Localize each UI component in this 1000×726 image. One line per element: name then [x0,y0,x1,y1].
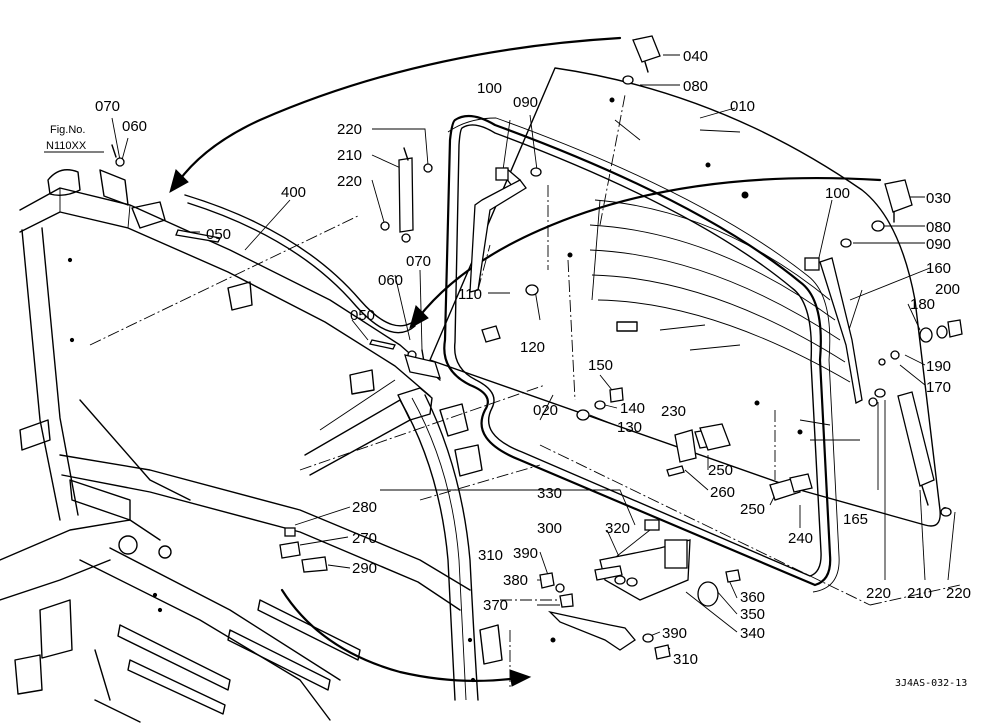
callout-330: 330 [537,485,562,502]
callout-100-right: 100 [825,185,850,202]
part-callouts: 040 080 010 030 080 090 160 200 180 190 … [95,48,971,668]
callout-400: 400 [281,184,306,201]
callout-070-mid: 070 [406,253,431,270]
callout-320: 320 [605,520,630,537]
callout-120: 120 [520,339,545,356]
callout-050-left: 050 [206,226,231,243]
callout-210-right: 210 [907,585,932,602]
fig-no-code: N110XX [46,140,87,152]
callout-380: 380 [503,572,528,589]
callout-220-bottom-b: 220 [946,585,971,602]
cab-frame [0,169,503,723]
callout-250-lower: 250 [740,501,765,518]
drawing-code: 3J4AS-032-13 [895,678,967,689]
callout-290: 290 [352,560,377,577]
callout-130: 130 [617,419,642,436]
callout-150: 150 [588,357,613,374]
hardware-parts [111,35,963,660]
callout-360: 360 [740,589,765,606]
callout-040: 040 [683,48,708,65]
callout-080: 080 [683,78,708,95]
callout-350: 350 [740,606,765,623]
callout-390-lower: 390 [662,625,687,642]
callout-165: 165 [843,511,868,528]
callout-270: 270 [352,530,377,547]
assembly-arrows [169,36,882,687]
callout-220-top: 220 [337,121,362,138]
callout-370: 370 [483,597,508,614]
callout-100-left: 100 [477,80,502,97]
callout-010: 010 [730,98,755,115]
callout-230: 230 [661,403,686,420]
callout-240: 240 [788,530,813,547]
callout-300: 300 [537,520,562,537]
callout-070-top: 070 [95,98,120,115]
weatherstrip-020 [443,114,840,593]
callout-180: 180 [910,296,935,313]
callout-310-lower: 310 [673,651,698,668]
callout-170: 170 [926,379,951,396]
callout-310-upper: 310 [478,547,503,564]
callout-060-mid: 060 [378,272,403,289]
callout-220-bottom-a: 220 [866,585,891,602]
fig-no-label: Fig.No. [50,124,85,136]
callout-080-right: 080 [926,219,951,236]
callout-210-left: 210 [337,147,362,164]
callout-140: 140 [620,400,645,417]
callout-060-top: 060 [122,118,147,135]
callout-390-upper: 390 [513,545,538,562]
callout-090-right: 090 [926,236,951,253]
callout-110: 110 [458,286,482,303]
callout-030: 030 [926,190,951,207]
callout-200: 200 [935,281,960,298]
callout-160: 160 [926,260,951,277]
callout-020: 020 [533,402,558,419]
roof-strip-400 [184,194,419,334]
figure-reference: Fig.No. N110XX [44,124,104,153]
callout-190: 190 [926,358,951,375]
callout-280: 280 [352,499,377,516]
callout-260: 260 [710,484,735,501]
rear-glass-010 [429,67,948,527]
callout-340: 340 [740,625,765,642]
callout-050-mid: 050 [350,307,375,324]
callout-090-left: 090 [513,94,538,111]
callout-220-mid: 220 [337,173,362,190]
callout-250-upper: 250 [708,462,733,479]
